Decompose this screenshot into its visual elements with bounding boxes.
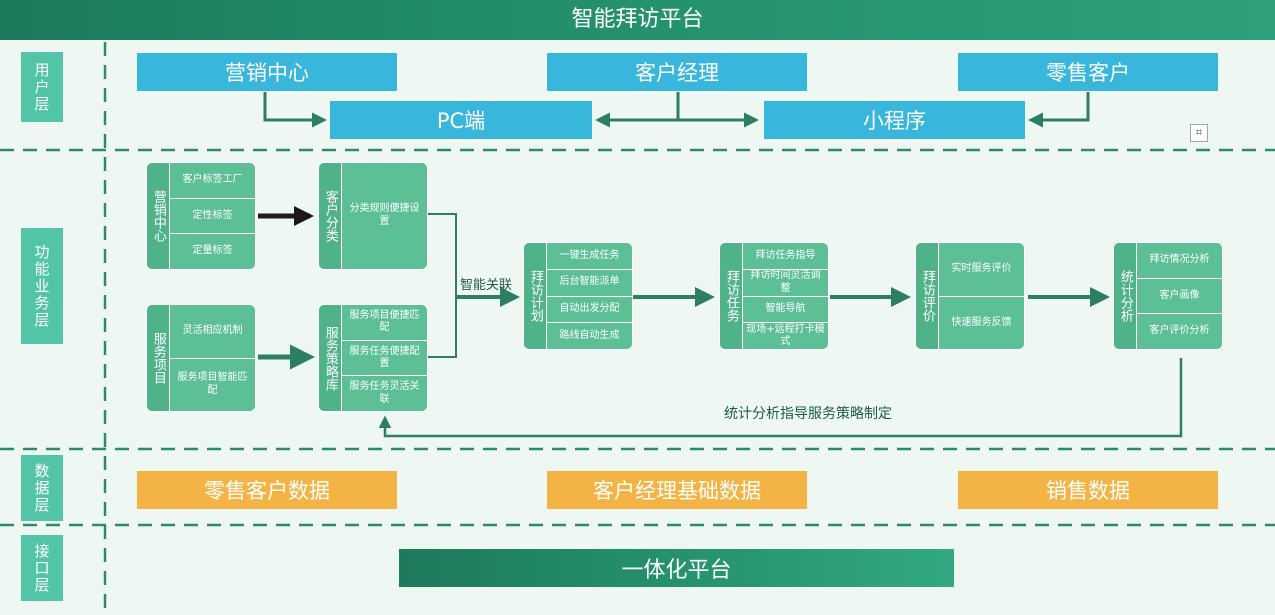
- box-item: 服务任务便捷配置: [342, 339, 427, 376]
- box-customer-classification: 客户分类 分类规则便捷设置: [318, 162, 428, 270]
- box-item: 现场+远程打卡模式: [743, 322, 828, 349]
- box-item: 自动出发分配: [547, 295, 632, 323]
- box-title: 营销中心: [147, 163, 170, 269]
- box-item: 后台智能派单: [547, 268, 632, 296]
- box-title: 统计分析: [1114, 243, 1137, 349]
- box-item: 定性标签: [170, 197, 255, 234]
- box-title: 服务项目: [147, 305, 170, 411]
- box-item: 定量标签: [170, 233, 255, 269]
- box-item: 客户评价分析: [1137, 313, 1222, 349]
- box-item: 快速服务反馈: [939, 295, 1024, 350]
- box-item: 拜访任务指导: [755, 249, 816, 261]
- box-item: 灵活相应机制: [182, 325, 243, 336]
- data-box-sales: 销售数据: [958, 471, 1218, 509]
- box-statistics-analysis: 统计分析 拜访情况分析 客户画像 客户评价分析: [1113, 242, 1223, 350]
- box-item: 服务项目智能匹配: [170, 357, 255, 412]
- box-title: 客户分类: [319, 163, 342, 269]
- smart-link-label: 智能关联: [460, 278, 513, 293]
- box-item: 一键生成任务: [559, 249, 620, 261]
- box-item: 拜访情况分析: [1149, 254, 1210, 266]
- user-box-account-manager: 客户经理: [547, 53, 807, 91]
- box-item: 客户画像: [1137, 277, 1222, 314]
- layer-label-data: 数据层: [21, 455, 63, 521]
- box-item: 客户标签工厂: [182, 174, 243, 186]
- box-marketing-center: 营销中心 客户标签工厂 定性标签 定量标签: [146, 162, 256, 270]
- user-box-mini-program: 小程序: [764, 101, 1025, 139]
- layer-label-user: 用户层: [21, 52, 63, 122]
- box-service-strategy: 服务策略库 服务项目便捷匹配 服务任务便捷配置 服务任务灵活关联: [318, 304, 428, 412]
- box-title: 拜访计划: [524, 243, 547, 349]
- box-item: 分类规则便捷设置: [349, 203, 420, 227]
- box-item: 拜访时间灵活调整: [743, 268, 828, 296]
- box-service-project: 服务项目 灵活相应机制 服务项目智能匹配: [146, 304, 256, 412]
- user-box-retail-customer: 零售客户: [958, 53, 1218, 91]
- qr-scan-icon[interactable]: ⌗: [1190, 124, 1208, 142]
- box-title: 服务策略库: [319, 305, 342, 411]
- box-item: 服务项目便捷匹配: [349, 309, 420, 334]
- box-title: 拜访任务: [720, 243, 743, 349]
- layer-label-interface: 接口层: [21, 535, 63, 601]
- integrated-platform: 一体化平台: [399, 549, 954, 587]
- box-visit-plan: 拜访计划 一键生成任务 后台智能派单 自动出发分配 路线自动生成: [523, 242, 633, 350]
- box-item: 实时服务评价: [951, 263, 1012, 274]
- box-item: 智能导航: [743, 295, 828, 323]
- box-visit-evaluation: 拜访评价 实时服务评价 快速服务反馈: [915, 242, 1025, 350]
- data-box-manager-basic: 客户经理基础数据: [547, 471, 807, 509]
- user-box-marketing-center: 营销中心: [137, 53, 397, 91]
- data-box-retail-customer: 零售客户数据: [137, 471, 397, 509]
- feedback-note: 统计分析指导服务策略制定: [724, 406, 892, 422]
- box-visit-task: 拜访任务 拜访任务指导 拜访时间灵活调整 智能导航 现场+远程打卡模式: [719, 242, 829, 350]
- box-item: 路线自动生成: [547, 322, 632, 349]
- page-title: 智能拜访平台: [0, 0, 1275, 40]
- user-box-pc: PC端: [330, 101, 592, 139]
- box-title: 拜访评价: [916, 243, 939, 349]
- box-item: 服务任务灵活关联: [342, 375, 427, 411]
- layer-label-function: 功能业务层: [21, 228, 63, 344]
